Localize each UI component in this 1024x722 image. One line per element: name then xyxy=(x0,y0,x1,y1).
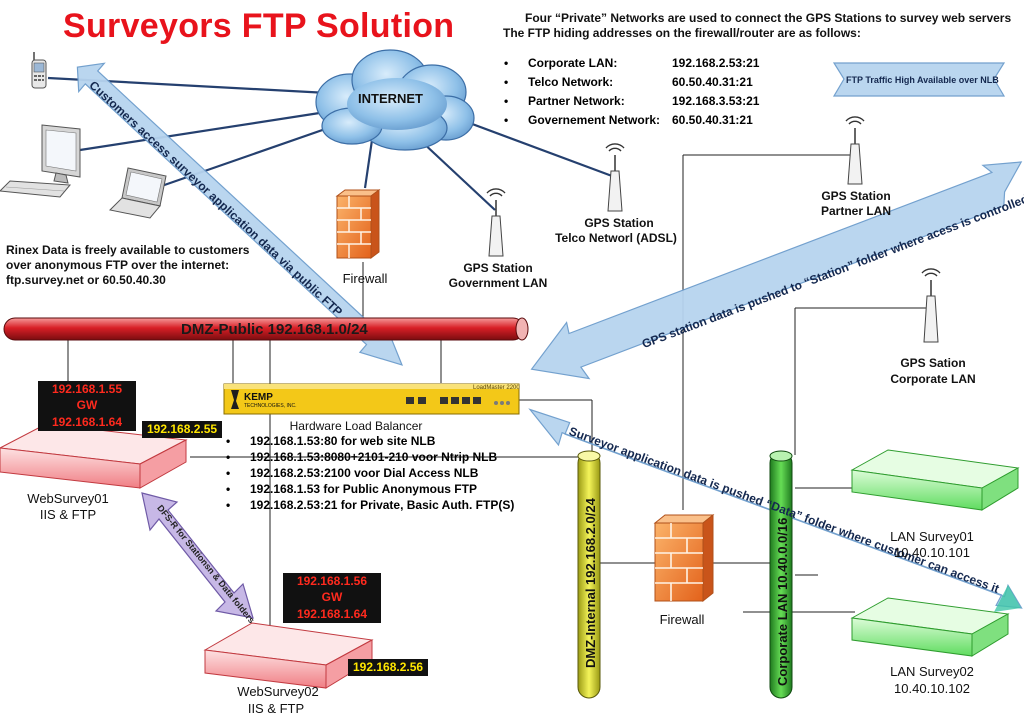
page-title: Surveyors FTP Solution xyxy=(63,7,455,45)
nlb-arrow-label: FTP Traffic High Available over NLB xyxy=(846,75,999,85)
ws2-name: WebSurvey02 xyxy=(237,684,319,699)
gps-antenna-telco-icon xyxy=(605,143,625,212)
internet-cloud xyxy=(315,49,475,151)
dmz-internal-label: DMZ-Internal 192.168.2.0/24 xyxy=(583,498,598,668)
rinex-line-3: ftp.survey.net or 60.50.40.30 xyxy=(6,273,166,287)
server-lan-survey02-icon xyxy=(850,597,1010,657)
gps-antenna-partner-icon xyxy=(845,116,865,185)
flow-arrows xyxy=(76,62,1023,609)
desktop-computer-icon xyxy=(0,124,81,198)
firewall-top-label: Firewall xyxy=(342,271,388,286)
corporate-lan-label: Corporate LAN 10.40.0.0/16 xyxy=(775,517,790,686)
load-balancer-device xyxy=(223,383,520,415)
gps-antenna-corporate-icon xyxy=(921,268,941,343)
network-list: Corporate LAN:192.168.2.53:21 Telco Netw… xyxy=(500,54,759,130)
gps-corporate-label-2: Corporate LAN xyxy=(890,372,976,386)
header-line-1: Four “Private” Networks are used to conn… xyxy=(525,11,1012,25)
rinex-line-2: over anonymous FTP over the internet: xyxy=(6,258,230,272)
firewall-bottom-icon xyxy=(653,513,715,603)
corporate-lan-pipe xyxy=(769,450,793,699)
arrow-customers xyxy=(76,62,404,366)
network-item: Telco Network:60.50.40.31:21 xyxy=(500,73,759,92)
gps-partner-label-2: Partner LAN xyxy=(820,204,892,218)
gps-corporate-label-1: GPS Sation xyxy=(900,356,966,370)
dmz-public-label: DMZ-Public 192.168.1.0/24 xyxy=(181,321,368,338)
laptop-icon xyxy=(108,167,167,219)
network-item: Corporate LAN:192.168.2.53:21 xyxy=(500,54,759,73)
arrow-surveyor-tip xyxy=(994,585,1021,612)
firewall-top-icon xyxy=(335,189,381,259)
server-lan-survey01-icon xyxy=(850,449,1020,511)
ws1-ip2-label: 192.168.2.55 xyxy=(142,421,223,438)
lb-rule: 192.168.1.53:8080+2101-210 voor Ntrip NL… xyxy=(222,449,514,465)
network-item: Partner Network:192.168.3.53:21 xyxy=(500,92,759,111)
gps-partner-label-1: GPS Station xyxy=(821,189,891,203)
mobile-phone-icon xyxy=(31,52,47,89)
rinex-line-1: Rinex Data is freely available to custom… xyxy=(6,243,250,257)
lan2-name: LAN Survey02 xyxy=(890,664,974,679)
internet-label: INTERNET xyxy=(358,91,423,106)
network-item: Governement Network:60.50.40.31:21 xyxy=(500,111,759,130)
arrow-surveyor xyxy=(528,408,1023,609)
lb-rule: 192.168.1.53:80 for web site NLB xyxy=(222,433,514,449)
arrow-gps xyxy=(530,161,1023,380)
header-line-2: The FTP hiding addresses on the firewall… xyxy=(503,26,861,40)
kemp-logo-text: KEMP xyxy=(244,392,273,403)
server-websurvey02-icon xyxy=(203,622,374,689)
ws1-gw-label: GW 192.168.1.64 xyxy=(38,397,136,431)
lb-model: LoadMaster 2200 xyxy=(473,385,520,391)
gps-antenna-government-icon xyxy=(486,188,506,257)
gps-telco-label-2: Telco Networl (ADSL) xyxy=(555,231,677,245)
arrow-nlb xyxy=(832,62,1006,97)
dmz-internal-pipe xyxy=(577,450,601,699)
ws2-ip-label: 192.168.1.56 xyxy=(283,573,381,590)
ws1-name: WebSurvey01 xyxy=(27,491,109,506)
firewall-bottom-label: Firewall xyxy=(659,612,705,627)
gps-telco-label-1: GPS Station xyxy=(584,216,654,230)
lb-rules: 192.168.1.53:80 for web site NLB 192.168… xyxy=(222,433,514,513)
lb-rule: 192.168.2.53:21 for Private, Basic Auth.… xyxy=(222,497,514,513)
gps-government-label-2: Government LAN xyxy=(448,276,548,290)
gps-government-label-1: GPS Station xyxy=(463,261,533,275)
ws2-gw-label: GW 192.168.1.64 xyxy=(283,589,381,623)
lb-title: Hardware Load Balancer xyxy=(289,419,423,433)
ws1-ip-label: 192.168.1.55 xyxy=(38,381,136,398)
ws2-role: IIS & FTP xyxy=(247,701,305,716)
lan1-ip: 10.40.10.101 xyxy=(894,545,970,560)
lb-rule: 192.168.2.53:2100 voor Dial Access NLB xyxy=(222,465,514,481)
server-websurvey01-icon xyxy=(0,423,188,489)
ws2-ip2-label: 192.168.2.56 xyxy=(348,659,429,676)
ws1-role: IIS & FTP xyxy=(39,507,97,522)
lan1-name: LAN Survey01 xyxy=(890,529,974,544)
dmz-public-pipe xyxy=(3,317,529,341)
kemp-logo-subtext: TECHNOLOGIES, INC. xyxy=(244,403,297,409)
dfs-arrow xyxy=(141,492,254,619)
lan2-ip: 10.40.10.102 xyxy=(894,681,970,696)
lb-rule: 192.168.1.53 for Public Anonymous FTP xyxy=(222,481,514,497)
